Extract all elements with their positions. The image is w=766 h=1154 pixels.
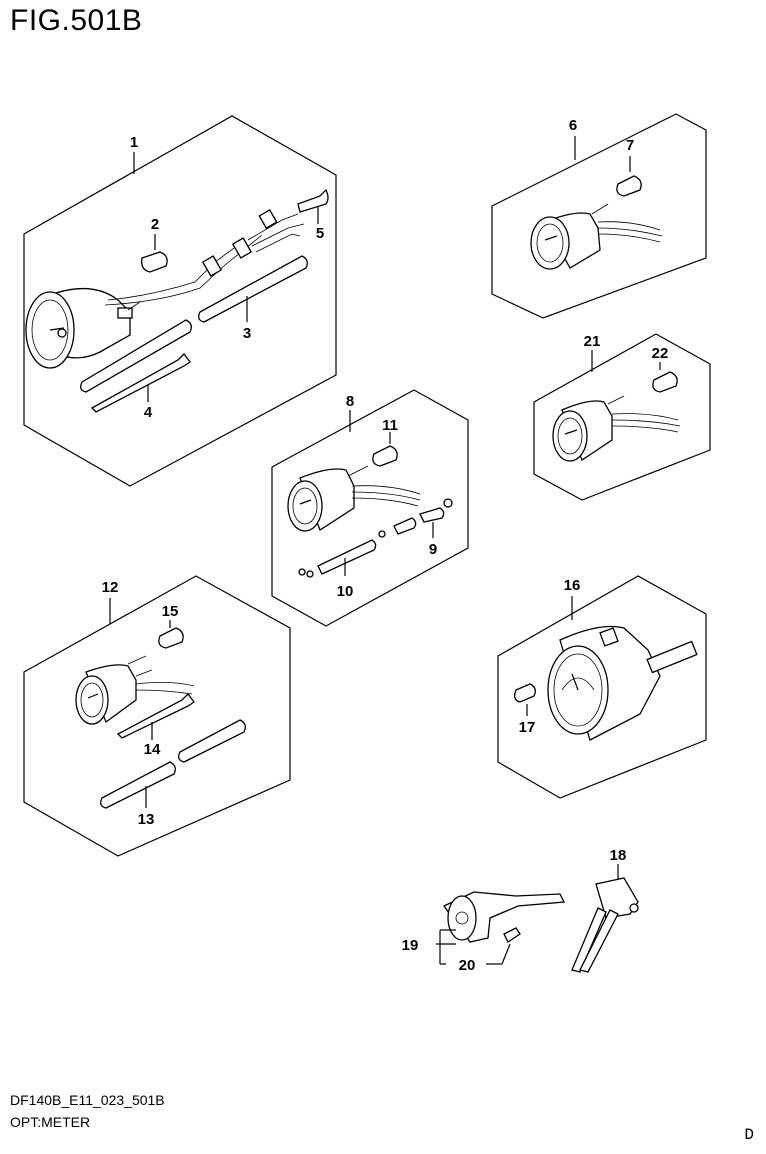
wire-part-10 (298, 517, 417, 578)
callout-10: 10 (337, 583, 354, 600)
callout-5: 5 (316, 225, 324, 242)
bulb-part-17 (514, 683, 536, 716)
bulb-part-11 (372, 432, 398, 467)
callout-6: 6 (569, 117, 577, 134)
callout-1: 1 (130, 134, 138, 151)
callout-12: 12 (102, 579, 119, 596)
section-label: OPT:METER (10, 1114, 91, 1130)
callout-7: 7 (626, 137, 634, 154)
group-box-16 (497, 575, 707, 799)
callout-19: 19 (402, 937, 419, 954)
tube-part-13 (100, 719, 246, 809)
cable-tie-part-4 (90, 353, 191, 413)
callout-14: 14 (144, 741, 161, 758)
gauge-part-8 (287, 465, 421, 532)
gauge-part-6 (530, 203, 663, 270)
callout-9: 9 (429, 541, 437, 558)
bulb-part-2 (141, 234, 168, 273)
callout-15: 15 (162, 603, 179, 620)
tube-part-3 (80, 255, 308, 393)
group-box-8 (271, 389, 469, 627)
callout-20: 20 (459, 957, 476, 974)
callout-4: 4 (144, 404, 153, 421)
doc-code: DF140B_E11_023_501B (10, 1092, 165, 1108)
callout-11: 11 (382, 417, 398, 434)
corner-mark: D (744, 1126, 754, 1144)
group-box-12 (23, 575, 291, 857)
callout-21: 21 (584, 333, 601, 350)
group-box-1 (23, 115, 337, 487)
wire-part-9 (419, 498, 453, 538)
screw-part-20 (486, 927, 521, 965)
bulb-part-15 (158, 620, 184, 649)
callout-22: 22 (652, 345, 669, 362)
callout-18: 18 (610, 847, 627, 864)
bracket-part-18 (571, 864, 639, 973)
bulb-part-22 (652, 362, 678, 393)
gauge-part-12 (75, 655, 195, 725)
gauge-part-21 (552, 395, 681, 462)
callout-13: 13 (138, 811, 155, 828)
gauge-part-1 (25, 209, 305, 369)
figure-title: FIG.501B (10, 4, 143, 37)
group-box-21 (533, 333, 711, 501)
gauge-part-16 (547, 625, 698, 741)
screw-part-5 (297, 188, 329, 224)
bulb-part-7 (616, 156, 642, 197)
cable-tie-part-14 (116, 693, 195, 740)
callout-8: 8 (346, 393, 354, 410)
callout-3: 3 (243, 325, 251, 342)
callout-2: 2 (151, 216, 159, 233)
mount-part-19 (436, 891, 566, 965)
callout-16: 16 (564, 577, 581, 594)
group-box-6 (491, 113, 707, 319)
callout-17: 17 (519, 719, 536, 736)
